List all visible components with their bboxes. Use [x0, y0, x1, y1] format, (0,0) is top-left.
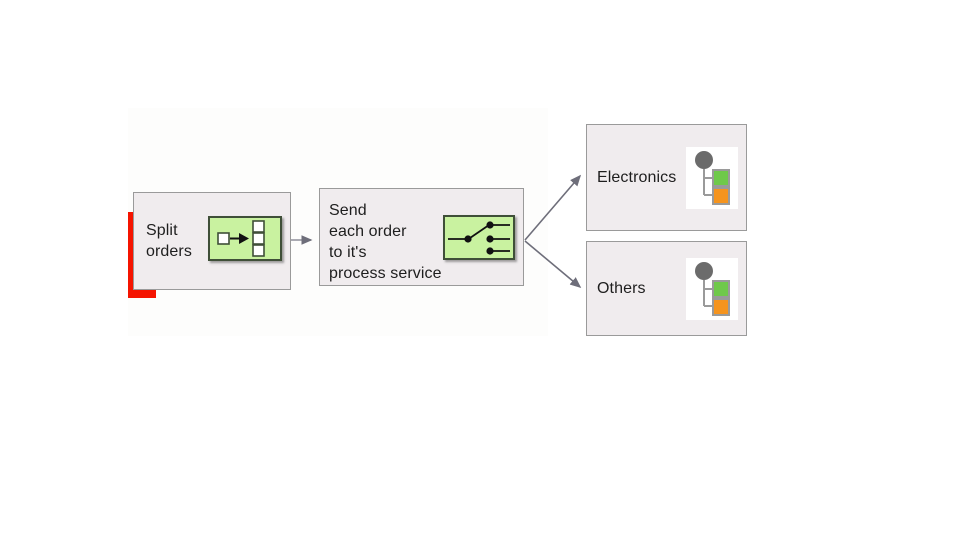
connector-send-to-others: [524, 240, 582, 289]
node-others-label: Others: [597, 280, 646, 297]
connector-send-to-electronics: [524, 174, 582, 241]
node-send-each-order[interactable]: Send each order to it's process service: [319, 188, 524, 286]
node-send-each-order-label: Send each order to it's process service: [329, 202, 442, 282]
router-icon: [443, 215, 515, 260]
node-split-orders-label: Split orders: [146, 222, 192, 260]
splitter-icon: [208, 216, 282, 261]
service-tree-icon: [686, 258, 738, 320]
node-electronics-label: Electronics: [597, 169, 677, 186]
node-split-orders[interactable]: Split orders: [133, 192, 291, 290]
service-tree-icon: [686, 147, 738, 209]
accent-bar-vertical: [128, 212, 136, 298]
